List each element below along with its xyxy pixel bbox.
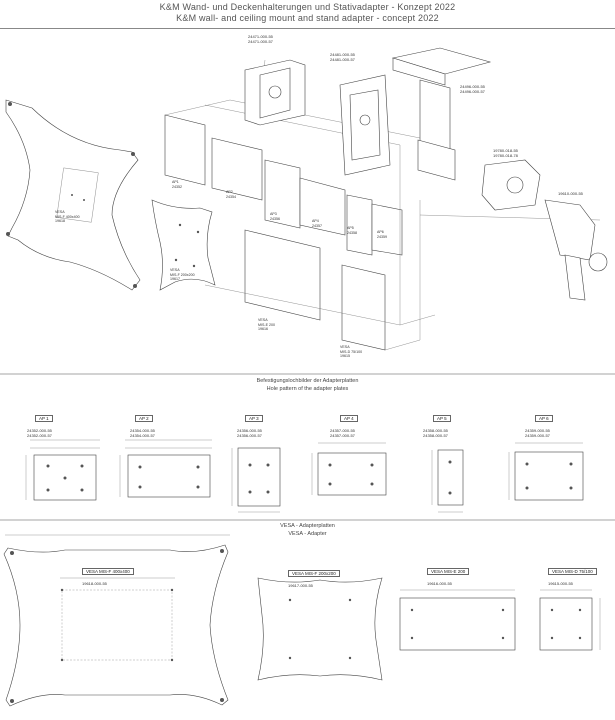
vesa-200-iso-label: VESA MIS-F 200x200 19617 [170, 268, 195, 281]
vesa-400-iso-label: VESA MIS-F 400x400 19618 [55, 210, 80, 223]
vesa-mise-block: VESA MIS-E 200 19616-000-55 [427, 560, 470, 586]
vesa-200x200-block: VESA MIS-F 200x200 19617-000-55 [288, 562, 340, 588]
vesa-drawings [3, 534, 601, 707]
vesa-400-plate-iso [5, 99, 141, 291]
ap1-iso-label: AP1 24352 [172, 180, 182, 189]
ap6-block: AP 6 24359-000-55 24359-000-57 [525, 407, 553, 438]
title-english: K&M wall- and ceiling mount and stand ad… [176, 13, 439, 23]
stand-19610 [544, 199, 608, 301]
ap3-name: AP 3 [245, 415, 263, 422]
ap3-block: AP 3 24356-000-55 24356-000-57 [237, 415, 263, 438]
ap1-name: AP 1 [35, 415, 53, 422]
vesa-400-block: VESA MIS-F 400x400 19618-000-55 [82, 560, 134, 586]
ap5-block: AP 5 24358-000-55 24358-000-57 [423, 407, 451, 438]
ap4-iso-label: AP4 24357 [312, 219, 322, 228]
ap4-block: AP 4 24357-000-55 24357-000-57 [330, 407, 358, 438]
stand-adapter-19780 [481, 159, 541, 211]
vesa-mise-iso-label: VESA MIS-E 200 19616 [258, 318, 275, 331]
vesa-200-plate-iso [151, 199, 216, 291]
ap6-iso-label: AP6 24359 [377, 230, 387, 239]
ap6-name: AP 6 [535, 415, 553, 422]
ap2-block: AP 2 24354-000-55 24354-000-57 [130, 415, 155, 438]
vesa-title-de: VESA - Adapterplatten [280, 523, 335, 529]
vesa-title-en: VESA - Adapter [288, 531, 327, 537]
ap2-name: AP 2 [135, 415, 153, 422]
hole-pattern-drawings [25, 439, 584, 513]
adapter-plates-iso [164, 114, 403, 351]
ap2-iso-label: AP2 24354 [226, 190, 236, 199]
ap3-iso-label: AP3 24356 [270, 212, 280, 221]
ap5-iso-label: AP5 24358 [347, 226, 357, 235]
vesa-misd-iso-label: VESA MIS-D 75/100 19615 [340, 345, 363, 358]
ceiling-mount-24496 [391, 47, 492, 181]
title-german: K&M Wand- und Deckenhalterungen und Stat… [159, 2, 456, 12]
ap1-block: AP 1 24352-000-55 24352-000-57 [27, 415, 53, 438]
hole-pattern-title-en: Hole pattern of the adapter plates [266, 386, 349, 392]
ap5-name: AP 5 [433, 415, 451, 422]
ap4-name: AP 4 [340, 415, 358, 422]
wall-mount-24481 [339, 74, 391, 176]
part-code-19610: 19610-000-55 [558, 191, 583, 196]
wall-mount-24471 [244, 59, 306, 126]
vesa-misd-block: VESA MIS-D 75/100 19615-000-55 [548, 560, 597, 586]
header-divider [0, 28, 615, 29]
hole-pattern-title-de: Befestigungslochbilder der Adapterplatte… [256, 378, 359, 384]
